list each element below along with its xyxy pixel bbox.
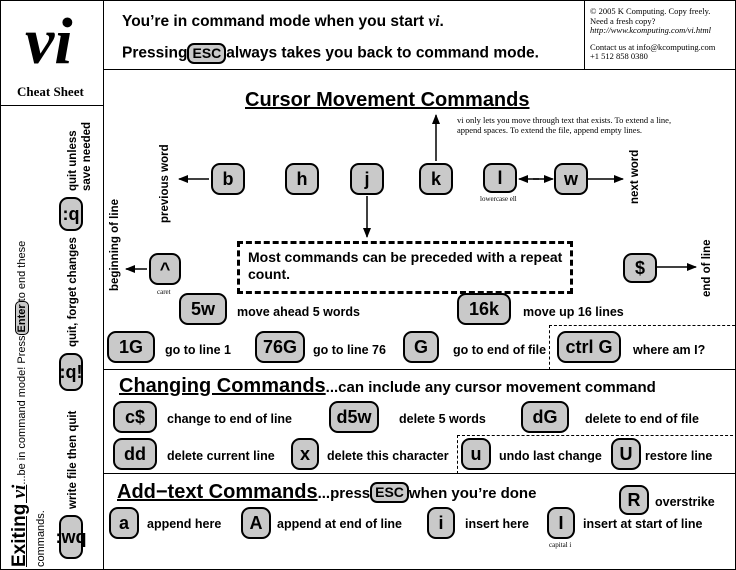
ctrl-g-dashed-box [549,325,735,370]
key-u: u [461,438,491,470]
key-A: A [241,507,271,539]
key-h: h [285,163,319,195]
key-d5w: d5w [329,401,379,433]
key-j: j [350,163,384,195]
key-b: b [211,163,245,195]
changing-section-title: Changing Commands...can include any curs… [119,375,656,397]
desc-dG: delete to end of file [585,412,699,426]
header-divider [103,69,735,70]
desc-G: go to end of file [453,343,547,357]
desc-76G: go to line 76 [313,343,386,357]
key-l: l [483,163,517,193]
desc-16k: move up 16 lines [523,305,624,319]
key-a: a [109,507,139,539]
label-next-word: next word [629,149,641,204]
label-end-of-line: end of line [701,239,713,298]
label-capital-i: capital i [549,541,572,549]
key-dd: dd [113,438,157,470]
key-dollar: $ [623,253,657,283]
esc-key-addtext: ESC [370,482,409,504]
key-I: I [547,507,575,539]
key-5w: 5w [179,293,227,325]
changing-section-divider [103,369,735,370]
esc-key: ESC [187,43,227,64]
desc-A: append at end of line [277,517,403,531]
key-16k: 16k [457,293,511,325]
desc-i: insert here [465,517,529,531]
key-k: k [419,163,453,195]
key-dG: dG [521,401,569,433]
desc-I: insert at start of line [583,517,703,531]
key-x: x [291,438,319,470]
header-line-1: You’re in command mode when you start vi… [122,13,444,30]
key-G: G [403,331,439,363]
desc-c-dollar: change to end of line [167,412,293,426]
desc-x: delete this character [327,449,449,463]
key-i: i [427,507,455,539]
addtext-section-divider [103,473,735,474]
cursor-section-title: Cursor Movement Commands [245,89,530,111]
key-w: w [554,163,588,195]
q-key: :q [59,197,83,231]
logo-vi: vi [25,5,73,78]
key-c-dollar: c$ [113,401,157,433]
desc-ctrl-g: where am I? [633,343,706,357]
key-1G: 1G [107,331,155,363]
logo-divider [1,105,103,106]
key-ctrl-g: ctrl G [557,331,621,363]
logo-subtitle: Cheat Sheet [17,84,84,99]
desc-a: append here [147,517,222,531]
label-previous-word: previous word [159,144,171,223]
desc-5w: move ahead 5 words [237,305,360,319]
desc-1G: go to line 1 [165,343,231,357]
desc-u: undo last change [499,449,602,463]
left-column-divider [103,1,104,569]
qbang-key: :q! [59,353,83,391]
wq-key: :wq [56,515,87,559]
copyright-block: © 2005 K Computing. Copy freely. Need a … [590,6,716,61]
label-caret: caret [157,288,171,296]
key-R: R [619,485,649,515]
cursor-note: vi only lets you move through text that … [457,115,672,135]
desc-R: overstrike [655,495,715,509]
undo-dashed-box [457,435,735,474]
label-beginning-of-line: beginning of line [109,199,121,291]
copyright-divider [584,1,585,69]
desc-dd: delete current line [167,449,275,463]
key-76G: 76G [255,331,305,363]
desc-d5w: delete 5 words [399,412,486,426]
key-U: U [611,438,641,470]
label-lowercase-ell: lowercase ell [480,195,517,203]
desc-U: restore line [645,449,713,463]
repeat-count-box: Most commands can be preceded with a rep… [237,241,573,294]
key-caret: ^ [149,253,181,285]
